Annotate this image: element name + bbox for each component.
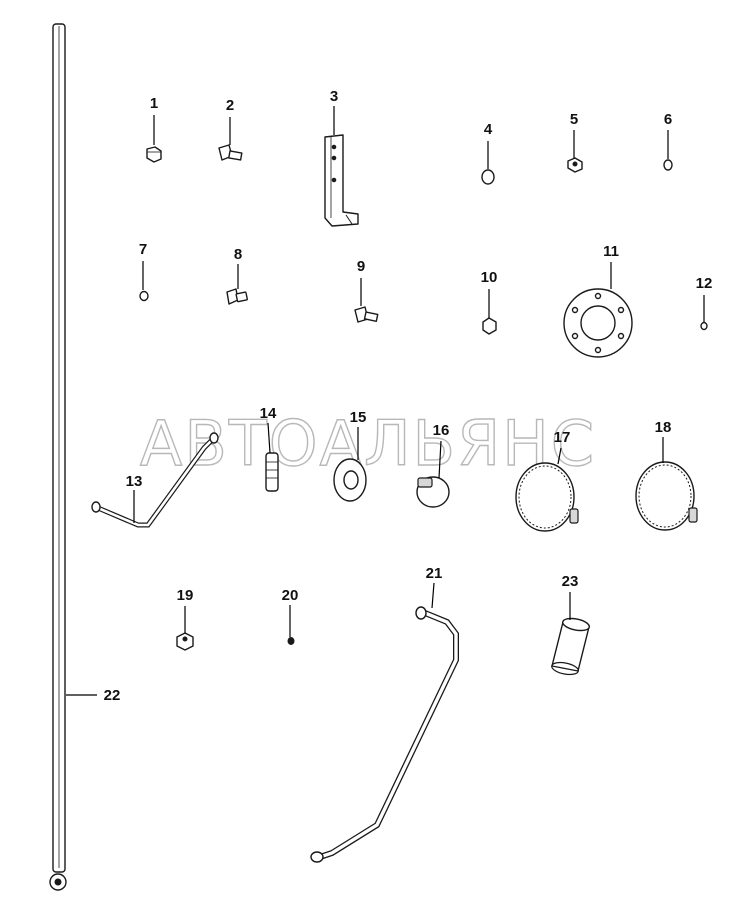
part-20-plug	[287, 637, 295, 645]
part-6-oring	[663, 159, 673, 171]
callout-21: 21	[426, 565, 443, 582]
part-21-pipe	[310, 606, 459, 863]
callout-10: 10	[481, 269, 498, 286]
part-4-washer	[481, 169, 495, 185]
part-15-washer	[333, 458, 367, 502]
part-8-bolt	[226, 288, 248, 305]
part-17-clamp	[515, 462, 579, 532]
part-11-gasket	[563, 288, 633, 358]
callout-1: 1	[150, 95, 158, 112]
callout-14: 14	[260, 405, 277, 422]
part-5-nut	[567, 157, 583, 173]
part-9-bolt	[354, 306, 379, 323]
callout-5: 5	[570, 111, 578, 128]
callout-23: 23	[562, 573, 579, 590]
part-16-clamp	[416, 476, 450, 508]
part-3-bracket	[324, 134, 359, 227]
callout-9: 9	[357, 258, 365, 275]
part-22-rod	[49, 23, 67, 891]
part-7-oring	[139, 290, 149, 302]
leader-lines	[66, 106, 705, 696]
callout-11: 11	[603, 243, 619, 260]
part-13-pipe	[91, 432, 219, 528]
callout-3: 3	[330, 88, 338, 105]
callout-20: 20	[282, 587, 299, 604]
callout-18: 18	[655, 419, 672, 436]
part-14-stud	[265, 452, 279, 492]
callout-13: 13	[126, 473, 143, 490]
callout-2: 2	[226, 97, 234, 114]
callout-4: 4	[484, 121, 493, 138]
callout-12: 12	[696, 275, 713, 292]
part-18-clamp	[635, 461, 698, 531]
callout-16: 16	[433, 422, 450, 439]
part-23-sleeve	[551, 617, 590, 676]
part-10-nut	[482, 317, 497, 335]
callout-22: 22	[104, 687, 121, 704]
part-2-bolt	[218, 144, 243, 161]
callout-15: 15	[350, 409, 367, 426]
callout-17: 17	[554, 429, 571, 446]
callout-19: 19	[177, 587, 194, 604]
part-1-nut	[146, 146, 162, 163]
callout-8: 8	[234, 246, 242, 263]
part-12-oring	[700, 321, 708, 331]
callout-7: 7	[139, 241, 147, 258]
part-19-nut	[176, 632, 194, 651]
callout-6: 6	[664, 111, 672, 128]
